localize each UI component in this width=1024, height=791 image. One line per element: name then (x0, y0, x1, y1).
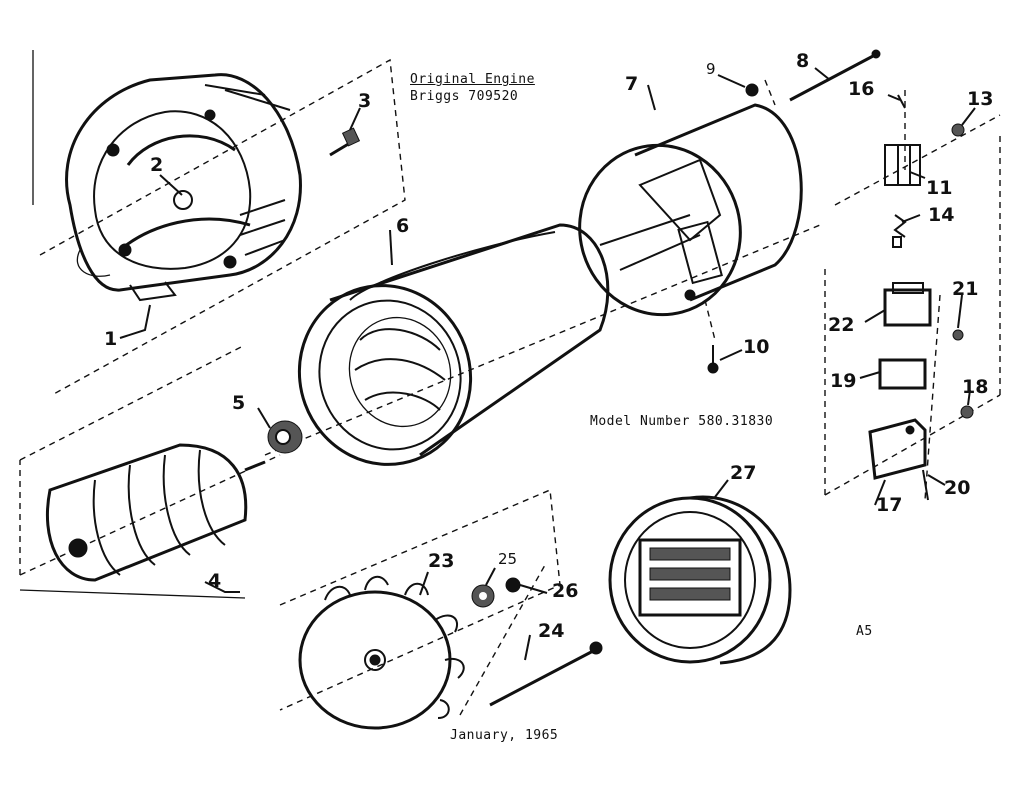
callout-22: 22 (828, 314, 855, 336)
screw-part-13 (951, 123, 965, 137)
callout-24: 24 (538, 620, 565, 642)
callout-26: 26 (552, 580, 579, 602)
engine-adapter-housing (65, 73, 302, 302)
callout-19: 19 (830, 370, 857, 392)
through-bolt-part-8 (789, 49, 881, 102)
callout-25: 25 (498, 550, 518, 568)
original-engine-caption: Original Engine (410, 72, 535, 87)
callout-17: 17 (876, 494, 903, 516)
capacitor-part-19 (878, 358, 927, 390)
callout-2: 2 (150, 154, 164, 176)
callout-23: 23 (428, 550, 455, 572)
nut-part-9 (745, 83, 759, 97)
switch-part-11 (884, 144, 921, 186)
screw-part-10 (707, 345, 719, 374)
callout-13: 13 (967, 88, 994, 110)
callout-11: 11 (926, 177, 953, 199)
callout-7: 7 (625, 73, 639, 95)
bolt-part-3 (329, 127, 361, 157)
callout-20: 20 (944, 477, 971, 499)
callout-6: 6 (396, 215, 410, 237)
callout-10: 10 (743, 336, 770, 358)
field-frame-cylinder (297, 223, 610, 466)
end-bell-part-7 (578, 103, 803, 317)
end-cover-part-27 (608, 495, 792, 665)
callout-27: 27 (730, 462, 757, 484)
bearing-part-5 (267, 420, 303, 454)
left-edge-marks (19, 50, 246, 599)
callout-21: 21 (952, 278, 979, 300)
callout-1: 1 (104, 328, 118, 350)
spring-part-20 (922, 469, 929, 501)
callout-9: 9 (706, 60, 716, 78)
date-caption: January, 1965 (450, 728, 559, 743)
spring-part-14 (892, 214, 907, 248)
callout-14: 14 (928, 204, 955, 226)
callout-16: 16 (848, 78, 875, 100)
briggs-engine-number: Briggs 709520 (410, 89, 519, 104)
nut-part-26 (505, 577, 521, 593)
bracket-part-17 (868, 418, 927, 480)
callout-5: 5 (232, 392, 246, 414)
callout-18: 18 (962, 376, 989, 398)
callout-leader-lines (119, 67, 976, 661)
page-code: A5 (856, 624, 873, 639)
pin-part-21 (952, 329, 964, 341)
washer-part-25 (471, 584, 495, 608)
screw-part-18 (960, 405, 974, 419)
assembly-guide-lines (19, 58, 1001, 716)
model-number-caption: Model Number 580.31830 (590, 414, 774, 429)
relay-part-22 (883, 282, 932, 327)
callout-8: 8 (796, 50, 810, 72)
callout-3: 3 (358, 90, 372, 112)
fan-part-23 (298, 575, 465, 730)
through-bolt-part-24 (489, 641, 603, 707)
screw-part-16 (897, 94, 906, 109)
callout-4: 4 (208, 570, 222, 592)
armature-part-4 (45, 443, 266, 582)
